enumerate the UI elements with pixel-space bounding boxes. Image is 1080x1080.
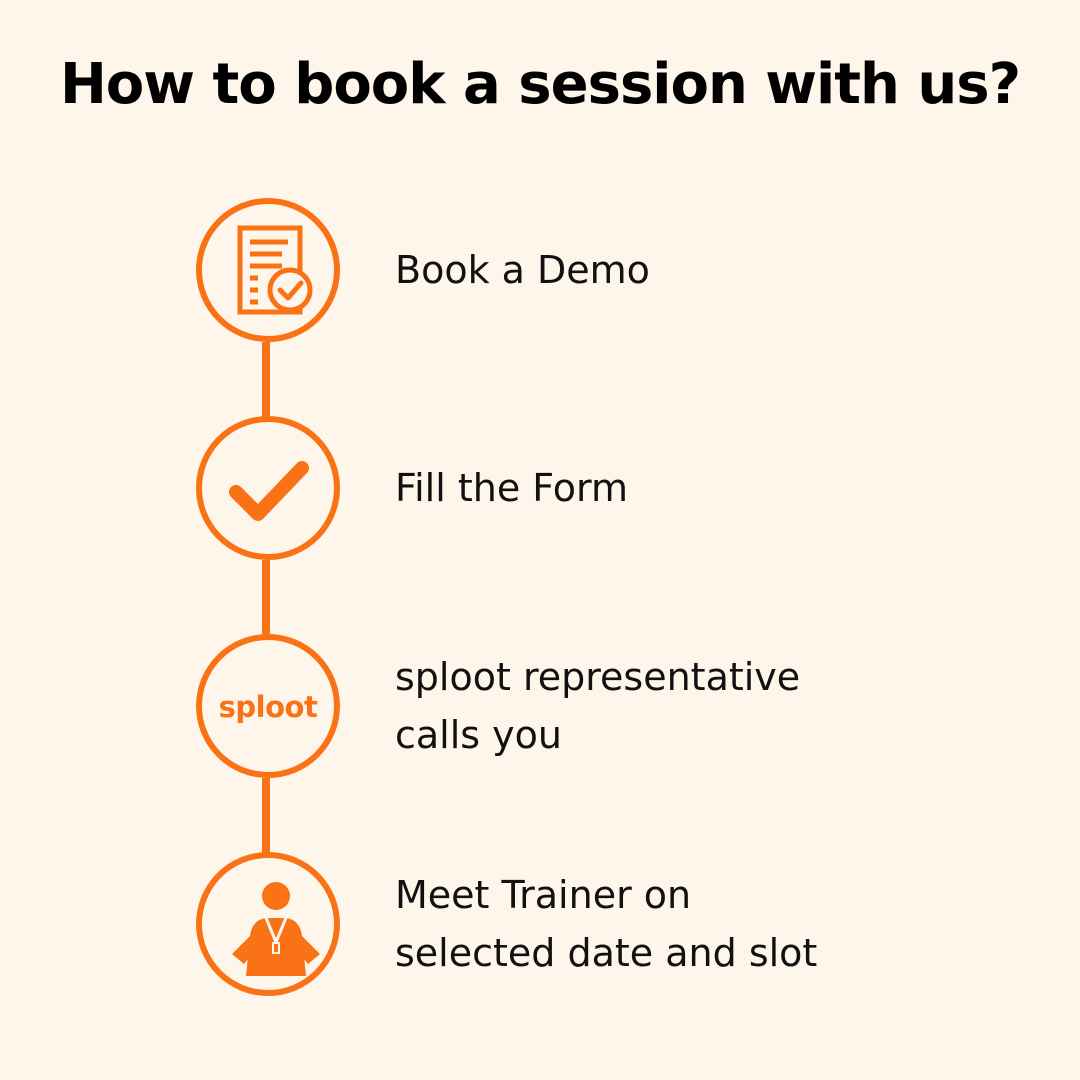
document-check-icon [237,225,313,315]
step-3-label-line-2: calls you [395,713,562,757]
connector-3-4 [262,778,270,854]
step-3-circle: sploot [196,634,340,778]
checkmark-icon [229,461,309,521]
trainer-icon [232,882,320,976]
step-3-label: sploot representative calls you [395,648,800,764]
page-title: How to book a session with us? [59,52,1021,117]
step-1-label: Book a Demo [395,241,650,299]
connector-2-3 [262,560,270,636]
step-4-label-line-1: Meet Trainer on [395,873,692,917]
step-4-label: Meet Trainer on selected date and slot [395,866,817,982]
step-3-label-line-1: sploot representative [395,655,801,699]
step-2-label: Fill the Form [395,459,628,517]
step-4-circle [196,852,340,996]
sploot-logo: sploot [218,690,318,724]
step-2-label-line-1: Fill the Form [395,466,629,510]
step-1-label-line-1: Book a Demo [395,248,650,292]
step-4-label-line-2: selected date and slot [395,931,818,975]
connector-1-2 [262,342,270,418]
step-1-circle [196,198,340,342]
step-2-circle [196,416,340,560]
